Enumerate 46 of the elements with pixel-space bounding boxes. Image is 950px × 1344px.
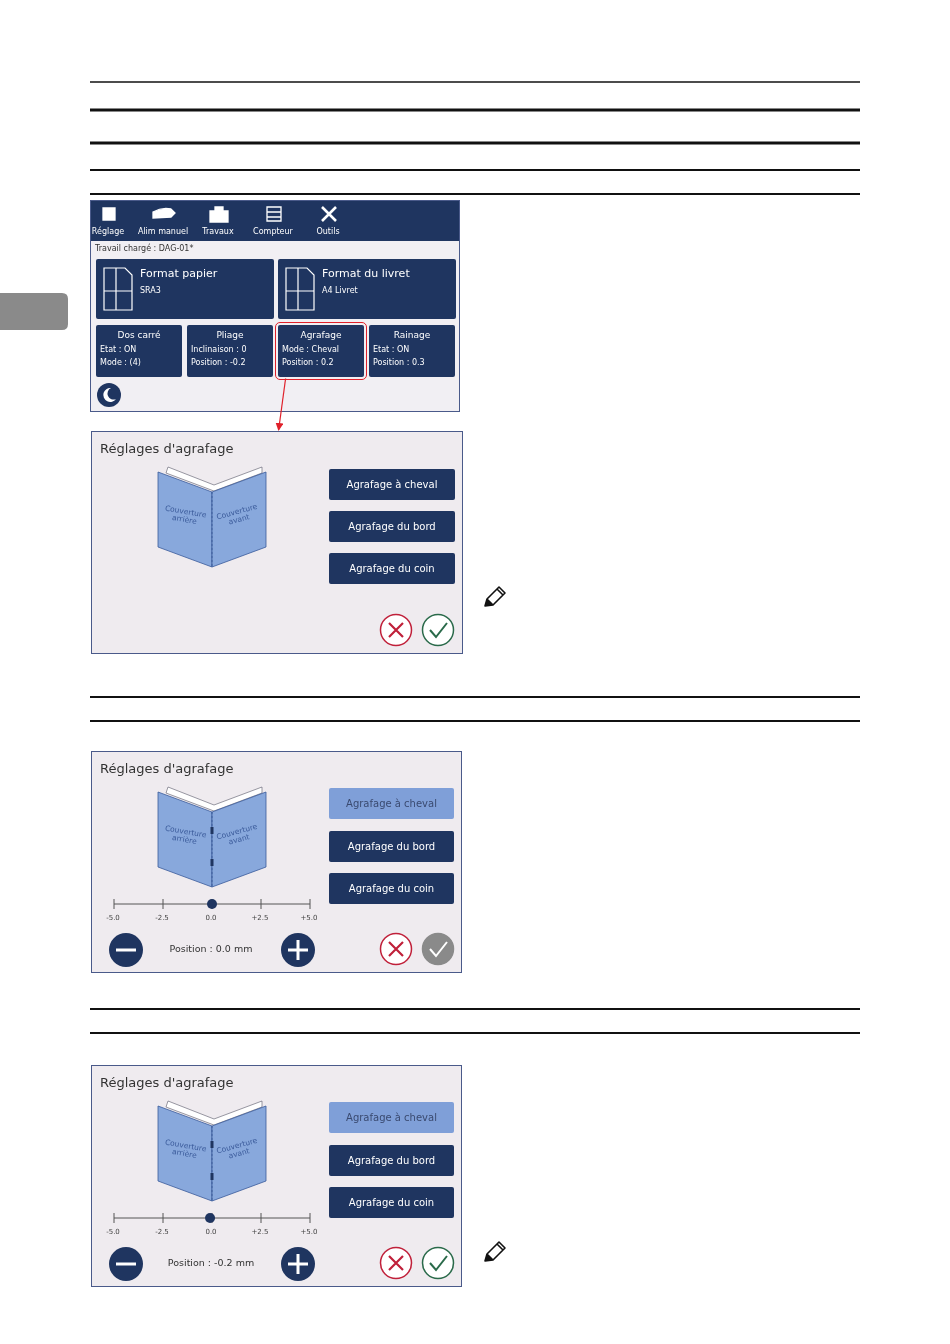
option-button: Agrafage du bord xyxy=(329,831,454,862)
toolbar-caption: Réglage xyxy=(91,227,125,236)
position-readout: Position : -0.2 mm xyxy=(167,1257,255,1268)
panel-title: Réglages d'agrafage xyxy=(100,441,234,456)
panel-title: Réglages d'agrafage xyxy=(100,1075,234,1090)
tile-title: Pliage xyxy=(215,330,245,340)
option-button: Agrafage à cheval xyxy=(329,469,455,500)
tile-value: A4 Livret xyxy=(322,286,358,295)
panel-title: Réglages d'agrafage xyxy=(100,761,234,776)
tile-title: Format du livret xyxy=(322,267,410,280)
tile-value: Mode : (4) xyxy=(100,358,141,367)
settings-panel xyxy=(91,431,463,654)
settings-tile xyxy=(96,259,274,319)
tile-value: SRA3 xyxy=(140,286,161,295)
tile-value: Position : 0.3 xyxy=(373,358,425,367)
option-button: Agrafage du coin xyxy=(329,873,454,904)
selected-option-button: Agrafage à cheval xyxy=(329,788,454,819)
settings-tile xyxy=(369,325,455,377)
highlighted-settings-tile xyxy=(278,325,364,377)
tile-value: Etat : ON xyxy=(100,345,137,354)
arrow xyxy=(275,377,287,431)
tile-value: Position : 0.2 xyxy=(282,358,334,367)
tile-value: Etat : ON xyxy=(373,345,410,354)
option-button: Agrafage du bord xyxy=(329,511,455,542)
option-button: Agrafage du coin xyxy=(329,553,455,584)
option-button: Agrafage du bord xyxy=(329,1145,454,1176)
toolbar-caption: Compteur xyxy=(253,227,293,236)
toolbar-caption: Travaux xyxy=(202,227,234,236)
tile-value: Inclinaison : 0 xyxy=(191,345,247,354)
settings-panel xyxy=(91,1065,462,1287)
tile-title: Dos carré xyxy=(116,330,162,340)
settings-tile xyxy=(187,325,273,377)
toolbar-caption: Outils xyxy=(316,227,340,236)
settings-tile xyxy=(278,259,456,319)
tile-title: Rainage xyxy=(392,330,432,340)
selected-option-button: Agrafage à cheval xyxy=(329,1102,454,1133)
option-button: Agrafage du coin xyxy=(329,1187,454,1218)
tile-value: Position : -0.2 xyxy=(191,358,246,367)
position-readout: Position : 0.0 mm xyxy=(169,943,253,954)
tile-value: Mode : Cheval xyxy=(282,345,339,354)
tile-title: Format papier xyxy=(140,267,218,280)
tile-title: Agrafage xyxy=(299,330,343,340)
touch-screen-panel xyxy=(90,200,460,412)
settings-tile xyxy=(96,325,182,377)
toolbar-caption: Alim manuel xyxy=(137,227,189,236)
settings-panel xyxy=(91,751,462,973)
